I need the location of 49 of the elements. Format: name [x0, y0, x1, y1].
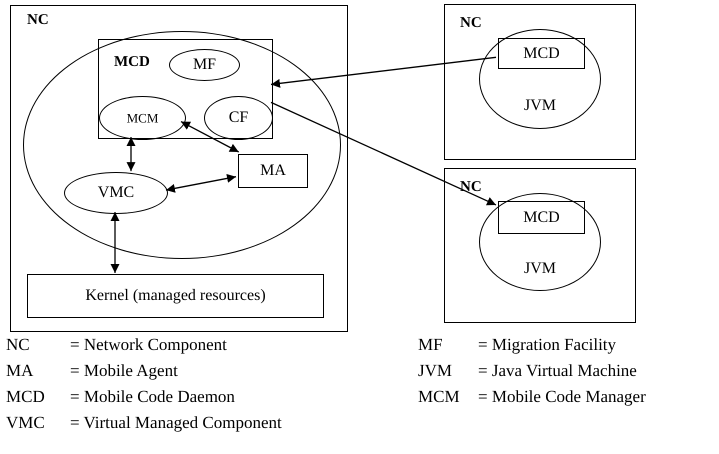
component-box	[498, 38, 585, 69]
component-box	[98, 39, 273, 139]
abbreviation-definition: = Migration Facility	[478, 336, 616, 353]
node-label: MA	[260, 163, 286, 179]
abbreviation: MCM	[418, 388, 460, 405]
component-ellipse	[479, 29, 601, 129]
arrow	[270, 102, 496, 206]
node-label: JVM	[524, 98, 556, 114]
abbreviation: MCD	[6, 388, 45, 405]
node-label: VMC	[98, 185, 134, 201]
node-label: MF	[192, 57, 216, 73]
arrow	[270, 56, 496, 88]
component-box	[444, 4, 636, 160]
node-label: MCD	[523, 210, 560, 226]
component-ellipse	[64, 172, 168, 214]
abbreviation-definition: = Mobile Code Daemon	[70, 388, 235, 405]
component-ellipse	[479, 193, 601, 291]
abbreviation-definition: = Java Virtual Machine	[478, 362, 637, 379]
component-box	[238, 154, 308, 188]
abbreviation-definition: = Virtual Managed Component	[70, 414, 282, 431]
node-label: MCD	[114, 55, 150, 70]
abbreviation-definition: = Mobile Agent	[70, 362, 178, 379]
node-label: NC	[27, 13, 49, 28]
component-ellipse	[204, 96, 273, 140]
abbreviation: NC	[6, 336, 30, 353]
node-label: Kernel (managed resources)	[85, 288, 266, 304]
abbreviation: MF	[418, 336, 443, 353]
node-label: JVM	[524, 261, 556, 277]
abbreviation: JVM	[418, 362, 452, 379]
node-label: NC	[460, 16, 482, 31]
component-ellipse	[169, 49, 240, 81]
abbreviation-definition: = Network Component	[70, 336, 227, 353]
node-label: MCD	[523, 46, 560, 62]
component-box	[27, 274, 324, 318]
node-label: NC	[460, 180, 482, 195]
arrow	[110, 212, 120, 273]
abbreviation: MA	[6, 362, 34, 379]
component-box	[498, 201, 585, 234]
arrow	[180, 121, 240, 153]
abbreviation-definition: = Mobile Code Manager	[478, 388, 646, 405]
arrow	[126, 137, 136, 172]
abbreviation: VMC	[6, 414, 45, 431]
component-box	[10, 5, 348, 332]
node-label: MCM	[126, 112, 158, 124]
component-ellipse	[99, 96, 186, 140]
component-ellipse	[23, 31, 341, 259]
component-box	[444, 168, 636, 323]
arrow	[166, 174, 236, 193]
node-label: CF	[228, 110, 248, 126]
